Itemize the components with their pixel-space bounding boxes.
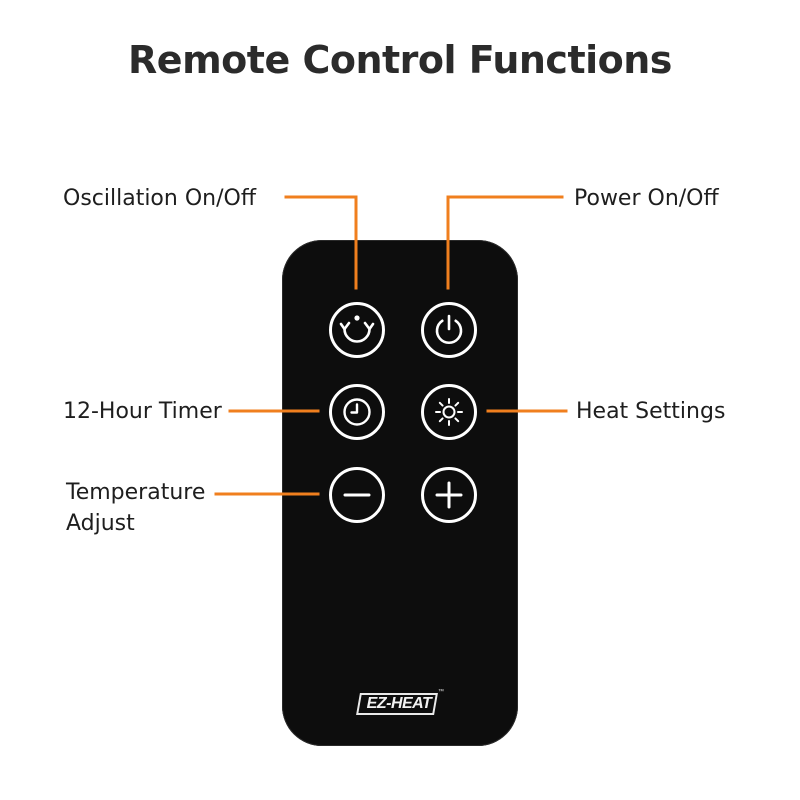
oscillation-icon [339,315,375,343]
heat-settings-button[interactable] [421,384,477,440]
clock-icon [343,398,371,426]
temperature-label-line2: Adjust [66,511,135,536]
temperature-label-line1: Temperature [66,480,206,505]
page-title: Remote Control Functions [128,38,672,82]
temperature-adjust-label: Temperature Adjust [66,477,205,539]
oscillation-label: Oscillation On/Off [63,186,256,211]
power-label: Power On/Off [574,186,719,211]
temperature-down-button[interactable] [329,467,385,523]
plus-icon [435,481,463,509]
remote-control-body [282,240,518,746]
timer-label: 12-Hour Timer [63,399,222,424]
temperature-up-button[interactable] [421,467,477,523]
timer-button[interactable] [329,384,385,440]
ez-heat-logo: EZ-HEAT ™ [356,689,444,717]
sun-icon [435,398,463,426]
power-button[interactable] [421,302,477,358]
oscillation-button[interactable] [329,302,385,358]
minus-icon [343,493,371,497]
trademark-mark: ™ [438,689,444,695]
heat-settings-label: Heat Settings [576,399,726,424]
logo-text: EZ-HEAT [366,695,432,712]
power-icon [435,314,463,345]
